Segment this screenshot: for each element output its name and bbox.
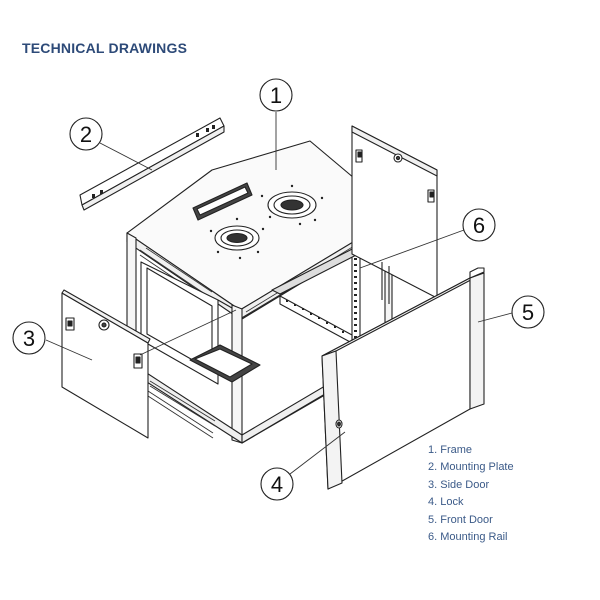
callout-1: 1 xyxy=(259,78,293,112)
front-door-part xyxy=(321,267,485,490)
callout-label-1: 1 xyxy=(270,83,282,108)
back-door-part xyxy=(351,125,438,304)
side-door-part xyxy=(61,289,216,439)
callout-label-2: 2 xyxy=(80,122,92,147)
callout-4: 4 xyxy=(260,467,294,501)
legend-item-mounting-plate: 2. Mounting Plate xyxy=(428,461,514,474)
legend-item-frame: 1. Frame xyxy=(428,444,473,456)
callout-label-3: 3 xyxy=(23,326,35,351)
page-title: TECHNICAL DRAWINGS xyxy=(22,40,188,56)
callout-label-4: 4 xyxy=(271,472,283,497)
legend-item-mounting-rail: 6. Mounting Rail xyxy=(428,531,508,544)
callout-6: 6 xyxy=(462,208,496,242)
callout-2: 2 xyxy=(69,117,103,151)
callout-label-6: 6 xyxy=(473,213,485,238)
mounting-rail-part xyxy=(271,244,369,350)
callout-5: 5 xyxy=(511,295,545,329)
callout-3: 3 xyxy=(12,321,46,355)
parts-legend: 1. Frame 2. Mounting Plate 3. Side Door … xyxy=(428,442,514,546)
legend-item-side-door: 3. Side Door xyxy=(428,478,490,491)
callout-label-5: 5 xyxy=(522,300,534,325)
mounting-plate-part xyxy=(79,117,225,211)
leader-lines xyxy=(45,112,513,475)
legend-item-lock: 4. Lock xyxy=(428,496,464,509)
legend-item-front-door: 5. Front Door xyxy=(428,513,493,526)
